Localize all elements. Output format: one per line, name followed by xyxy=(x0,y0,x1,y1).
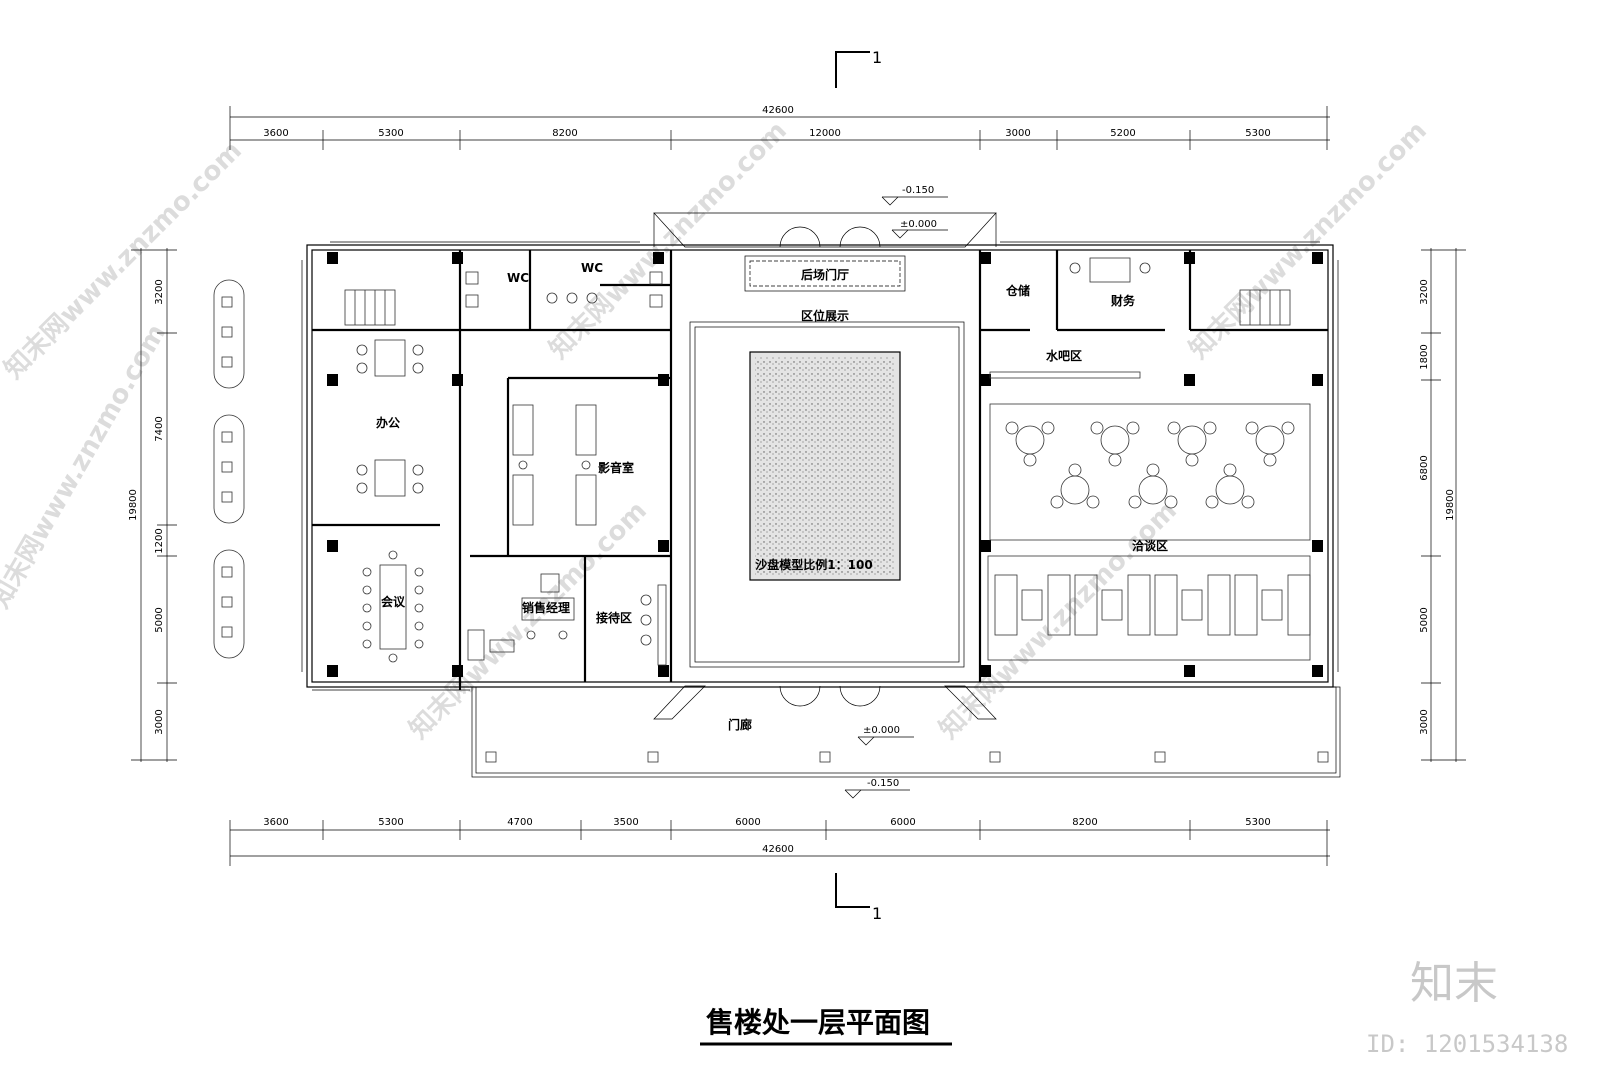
exterior-walls xyxy=(301,241,1341,778)
elevation-marks: -0.150 ±0.000 ±0.000 -0.150 xyxy=(844,185,948,799)
image-id: ID: 1201534138 xyxy=(1366,1030,1568,1058)
room-label-porch: 门廊 xyxy=(728,717,752,732)
dimension-label: 5200 xyxy=(1110,128,1135,139)
dimension-label: 8200 xyxy=(552,128,577,139)
dimension-label: 3000 xyxy=(154,709,165,734)
dimension-label: 5300 xyxy=(378,128,403,139)
section-label: 1 xyxy=(872,48,882,67)
dimension-label: 42600 xyxy=(762,844,794,855)
room-label-storage: 仓储 xyxy=(1005,283,1030,298)
porch-posts xyxy=(485,751,1329,763)
dimension-label: 5000 xyxy=(154,607,165,632)
section-label: 1 xyxy=(872,904,882,923)
room-label-water-bar: 水吧区 xyxy=(1046,348,1082,363)
room-label-wc-right: WC xyxy=(581,261,603,275)
dimension-label: 3000 xyxy=(1419,709,1430,734)
watermark-text: 知末网www.znzmo.com xyxy=(934,496,1183,745)
left-dimensions: 3200 7400 1200 5000 3000 19800 xyxy=(128,248,177,762)
dimension-label: 3500 xyxy=(613,817,638,828)
exterior-planters xyxy=(213,279,245,659)
watermark-text: 知末网www.znzmo.com xyxy=(544,116,793,365)
entrance-vestibules xyxy=(653,212,997,720)
room-labels: WC WC 后场门厅 区位展示 办公 影音室 会议 销售经理 接待区 沙盘模型比… xyxy=(376,261,1168,732)
dimension-label: 5300 xyxy=(378,817,403,828)
furniture-right xyxy=(987,257,1311,661)
dimension-label: 3000 xyxy=(1005,128,1030,139)
watermark-text: 知末网www.znzmo.com xyxy=(1184,116,1433,365)
bottom-dimensions: 3600 5300 4700 3500 6000 6000 8200 5300 … xyxy=(229,817,1330,866)
dimension-label: 1200 xyxy=(154,528,165,553)
room-label-sand-table: 沙盘模型比例1：100 xyxy=(755,557,872,572)
brand-logo: 知末 xyxy=(1410,958,1498,1009)
furniture-left xyxy=(344,271,1291,666)
dimension-label: 3600 xyxy=(263,128,288,139)
elevation-label: ±0.000 xyxy=(900,219,937,230)
exhibition-hall xyxy=(689,255,965,668)
right-dimensions: 3200 1800 6800 5000 3000 19800 xyxy=(1419,248,1466,762)
watermark-layer: 知末网www.znzmo.com 知末网www.znzmo.com 知末网www… xyxy=(0,116,1433,745)
brand-block: 知末 ID: 1201534138 xyxy=(1366,958,1568,1058)
room-label-zone-display: 区位展示 xyxy=(801,308,849,323)
elevation-label: -0.150 xyxy=(902,185,934,196)
drawing-title: 售楼处一层平面图 xyxy=(700,1006,952,1046)
dimension-label: 5300 xyxy=(1245,128,1270,139)
dimension-label: 19800 xyxy=(1445,489,1456,521)
dimension-label: 8200 xyxy=(1072,817,1097,828)
room-label-rear-lobby: 后场门厅 xyxy=(801,267,849,282)
room-label-wc-left: WC xyxy=(507,271,529,285)
dimension-label: 19800 xyxy=(128,489,139,521)
room-label-av-room: 影音室 xyxy=(598,460,634,475)
interior-walls xyxy=(312,250,1328,690)
dimension-label: 12000 xyxy=(809,128,841,139)
watermark-text: 知末网www.znzmo.com xyxy=(0,136,248,385)
room-label-meeting: 会议 xyxy=(381,594,406,609)
dimension-label: 1800 xyxy=(1419,344,1430,369)
top-dimensions: 42600 3600 5300 8200 12000 3000 5200 530… xyxy=(229,105,1330,150)
structural-columns xyxy=(327,252,1323,677)
dimension-label: 3200 xyxy=(1419,279,1430,304)
drawing-title-text: 售楼处一层平面图 xyxy=(706,1006,930,1039)
dimension-label: 42600 xyxy=(762,105,794,116)
dimension-label: 5300 xyxy=(1245,817,1270,828)
elevation-label: ±0.000 xyxy=(863,725,900,736)
dimension-label: 7400 xyxy=(154,416,165,441)
room-label-reception: 接待区 xyxy=(596,610,632,625)
dimension-label: 3600 xyxy=(263,817,288,828)
dimension-label: 6000 xyxy=(735,817,760,828)
section-marker-top: 1 xyxy=(835,48,882,88)
dimension-label: 6000 xyxy=(890,817,915,828)
room-label-negotiation: 洽谈区 xyxy=(1132,538,1168,553)
dimension-label: 3200 xyxy=(154,279,165,304)
dimension-label: 6800 xyxy=(1419,455,1430,480)
dimension-label: 5000 xyxy=(1419,607,1430,632)
room-label-office: 办公 xyxy=(376,415,400,430)
room-label-sales-manager: 销售经理 xyxy=(522,600,570,615)
section-marker-bottom: 1 xyxy=(835,873,882,923)
room-label-finance: 财务 xyxy=(1110,293,1136,308)
elevation-label: -0.150 xyxy=(867,778,899,789)
dimension-label: 4700 xyxy=(507,817,532,828)
